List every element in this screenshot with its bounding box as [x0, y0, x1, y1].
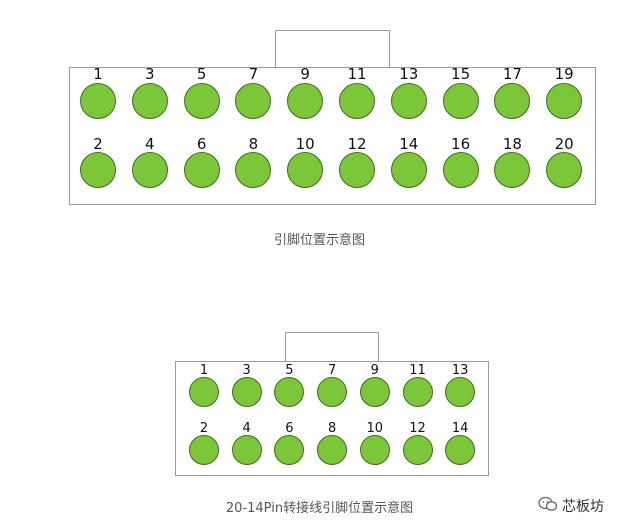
bottom-caption: 20-14Pin转接线引脚位置示意图	[225, 501, 414, 516]
pin-number-9: 9	[370, 363, 379, 378]
pin-20	[546, 152, 583, 188]
pin-4	[131, 152, 168, 188]
pin-number-5: 5	[285, 363, 294, 378]
pin-number-1: 1	[199, 363, 209, 378]
pin-4	[231, 435, 262, 465]
pin-number-19: 19	[554, 65, 574, 83]
pin-number-13: 13	[451, 363, 469, 378]
pin-6	[183, 152, 220, 188]
pin-number-5: 5	[196, 65, 207, 83]
pin-9	[359, 377, 390, 407]
pin-number-3: 3	[145, 65, 155, 83]
pin-number-4: 4	[145, 135, 155, 153]
pin-number-9: 9	[300, 65, 310, 83]
pin-6	[274, 435, 305, 465]
watermark: 芯板坊	[538, 496, 604, 516]
pin-5	[183, 83, 220, 119]
pin-12	[402, 435, 433, 465]
pin-number-14: 14	[451, 421, 469, 436]
pin-12	[339, 152, 375, 188]
pin-18	[494, 152, 531, 188]
pin-number-10: 10	[366, 421, 384, 436]
pin-1	[80, 83, 116, 119]
pin-11	[339, 83, 375, 119]
pin-number-12: 12	[347, 135, 367, 153]
pin-9	[287, 83, 324, 119]
pin-number-11: 11	[347, 65, 367, 83]
pin-number-2: 2	[93, 135, 103, 153]
watermark-text: 芯板坊	[562, 499, 604, 515]
top-connector-latch	[275, 30, 390, 68]
pin-number-14: 14	[399, 135, 419, 153]
pin-number-16: 16	[451, 135, 471, 153]
pin-3	[231, 377, 262, 407]
pin-number-10: 10	[295, 135, 315, 153]
pin-10	[359, 435, 390, 465]
pin-number-6: 6	[196, 135, 207, 153]
pin-7	[235, 83, 272, 119]
top-caption: 引脚位置示意图	[273, 233, 365, 248]
pin-8	[317, 435, 348, 465]
pin-number-13: 13	[399, 65, 419, 83]
pin-1	[189, 377, 219, 407]
pin-number-15: 15	[451, 65, 471, 83]
pin-14	[390, 152, 427, 188]
pin-number-7: 7	[248, 65, 259, 83]
pin-number-8: 8	[248, 135, 259, 153]
pin-2	[189, 435, 219, 465]
pin-number-8: 8	[327, 421, 337, 436]
pin-11	[402, 377, 433, 407]
pin-13	[390, 83, 427, 119]
pin-10	[287, 152, 324, 188]
pin-13	[445, 377, 476, 407]
pin-number-11: 11	[409, 363, 426, 378]
pin-number-7: 7	[327, 363, 337, 378]
pin-15	[442, 83, 479, 119]
pin-2	[80, 152, 116, 188]
pin-16	[442, 152, 479, 188]
pin-14	[445, 435, 476, 465]
pin-5	[274, 377, 305, 407]
pin-number-17: 17	[502, 65, 522, 83]
pin-number-20: 20	[554, 135, 574, 153]
pin-number-2: 2	[199, 421, 209, 436]
pin-number-1: 1	[93, 65, 103, 83]
pin-number-12: 12	[409, 421, 426, 436]
pin-19	[546, 83, 583, 119]
wechat-icon	[538, 496, 558, 516]
pin-7	[317, 377, 348, 407]
pin-number-6: 6	[285, 421, 294, 436]
pin-3	[131, 83, 168, 119]
pin-number-4: 4	[242, 421, 251, 436]
pin-8	[235, 152, 272, 188]
bottom-connector-latch	[285, 332, 379, 362]
pin-number-18: 18	[502, 135, 522, 153]
pin-17	[494, 83, 531, 119]
pin-number-3: 3	[242, 363, 251, 378]
